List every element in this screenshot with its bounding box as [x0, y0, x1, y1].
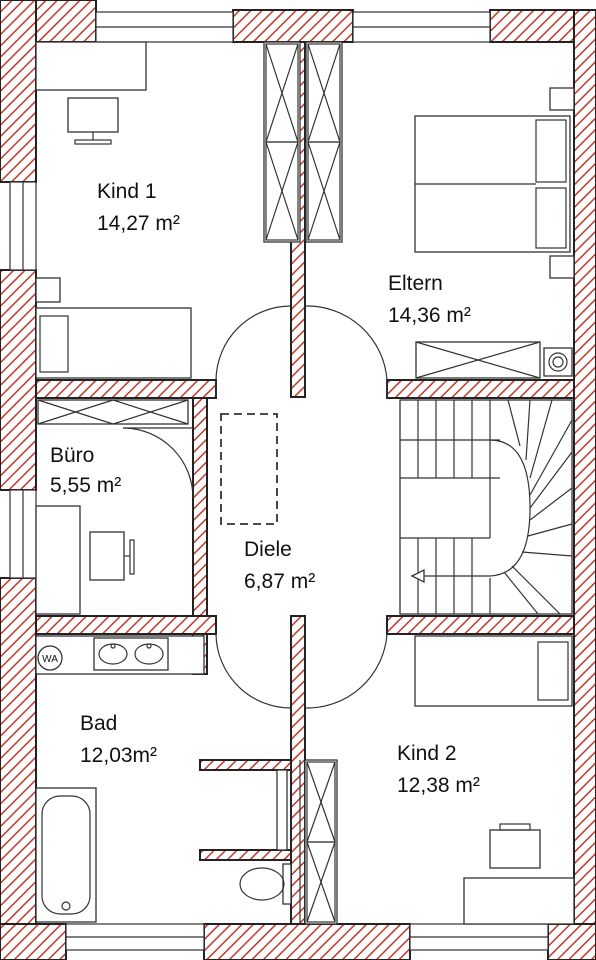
room-kind1-area: 14,27 m²	[97, 212, 180, 235]
windows	[9, 11, 549, 951]
room-eltern-name: Eltern	[388, 272, 443, 295]
wardrobe-kind1	[263, 41, 301, 243]
room-diele-area: 6,87 m²	[244, 570, 315, 593]
room-bad-name: Bad	[80, 712, 117, 735]
wardrobe-eltern	[305, 41, 343, 243]
washing-machine-icon: WA	[37, 645, 63, 671]
room-buero-area: 5,55 m²	[50, 474, 121, 497]
skylight	[220, 413, 278, 525]
room-buero-name: Büro	[50, 444, 94, 467]
staircase	[399, 399, 573, 615]
room-kind2-name: Kind 2	[397, 742, 457, 765]
room-diele-name: Diele	[244, 538, 292, 561]
room-kind2-area: 12,38 m²	[397, 774, 480, 797]
kind2-furniture	[304, 635, 575, 925]
room-eltern-area: 14,36 m²	[388, 304, 471, 327]
doors	[122, 305, 388, 709]
room-bad-area: 12,03m²	[80, 744, 157, 767]
washing-machine-label: WA	[42, 654, 58, 665]
kind1-furniture	[35, 41, 192, 379]
room-labels: Kind 1 14,27 m² Eltern 14,36 m² Büro 5,5…	[50, 180, 480, 797]
room-kind1-name: Kind 1	[97, 180, 157, 203]
bad-fixtures	[35, 635, 301, 924]
buero-furniture	[35, 399, 189, 615]
eltern-furniture	[414, 87, 575, 379]
